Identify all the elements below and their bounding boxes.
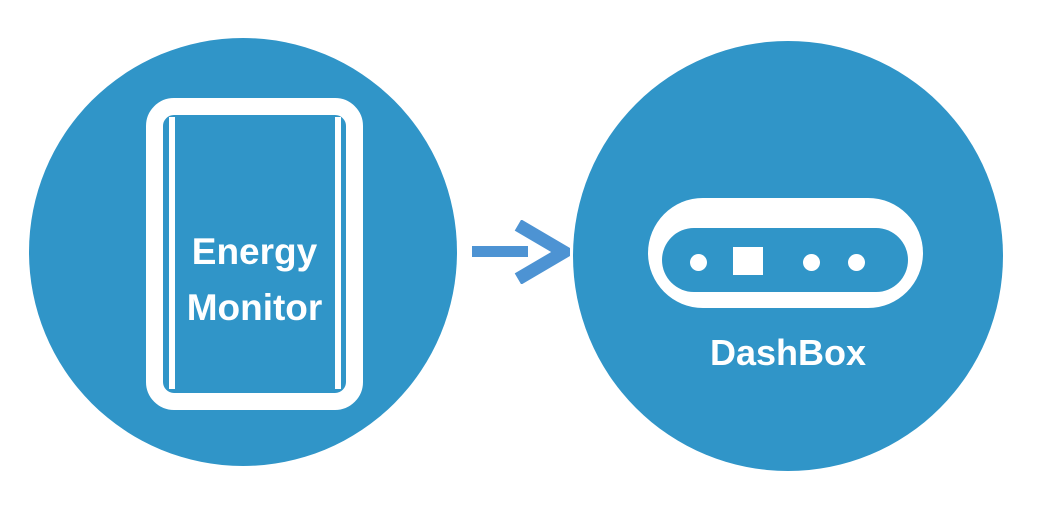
port-dot-icon <box>690 254 707 271</box>
port-dot-icon <box>848 254 865 271</box>
dashbox-device-icon <box>648 198 923 308</box>
port-square-icon <box>733 247 763 275</box>
energy-monitor-node: Energy Monitor <box>29 38 457 466</box>
energy-monitor-label-line2: Monitor <box>186 287 323 328</box>
energy-monitor-panel-icon: Energy Monitor <box>146 98 363 410</box>
panel-right-bezel-line <box>335 117 341 389</box>
port-dot-icon <box>803 254 820 271</box>
flow-right-arrow-icon <box>472 220 570 284</box>
dashbox-label: DashBox <box>709 332 867 373</box>
panel-left-bezel-line <box>169 117 175 389</box>
energy-monitor-label-line1: Energy <box>191 231 318 272</box>
energy-monitor-label: Energy Monitor <box>163 141 346 419</box>
dashbox-device-face <box>662 228 908 292</box>
dashbox-node: DashBox <box>573 41 1003 471</box>
